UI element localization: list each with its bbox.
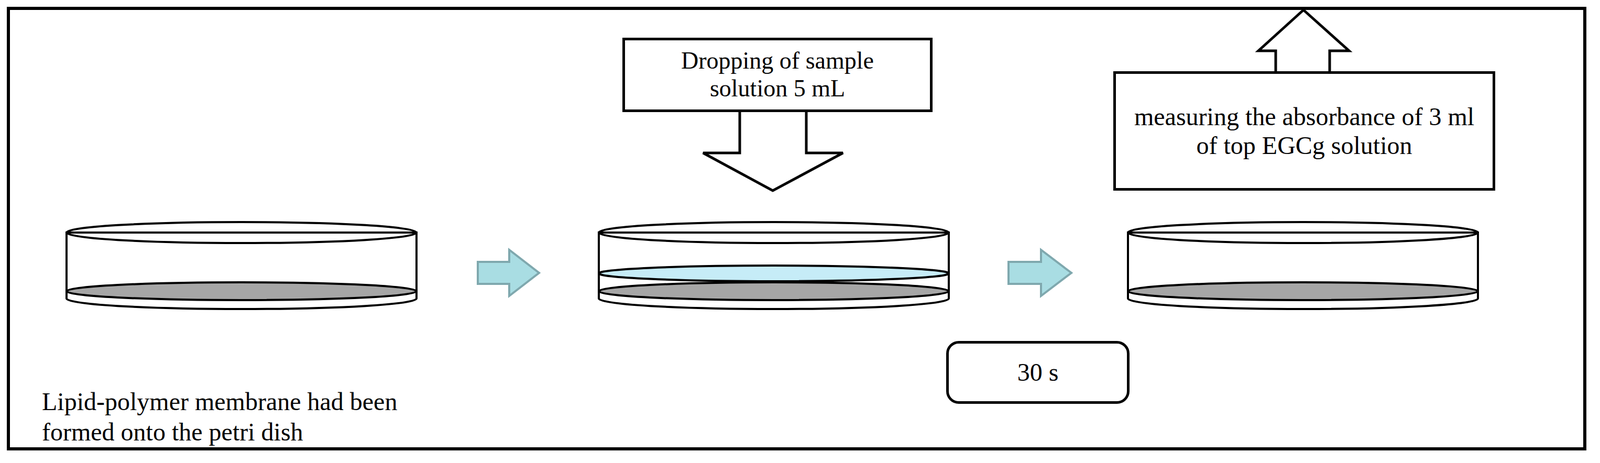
down-arrow: [703, 110, 843, 191]
membrane: [598, 282, 949, 301]
membrane: [1127, 282, 1478, 301]
callout-box: Dropping of sample solution 5 mL: [622, 37, 933, 113]
time-box: 30 s: [946, 341, 1130, 404]
box-text: measuring the absorbance of 3 ml of top …: [1131, 102, 1477, 160]
callout-box: measuring the absorbance of 3 ml of top …: [1113, 71, 1496, 191]
dish-rim: [66, 222, 417, 244]
dish-rim: [598, 222, 949, 244]
flow-arrow: [1008, 249, 1072, 297]
sample-solution: [598, 265, 949, 282]
box-text: Dropping of sample solution 5 mL: [640, 47, 915, 103]
frame: [8, 8, 1585, 449]
dish-rim: [1127, 222, 1478, 244]
box-text: 30 s: [1017, 357, 1059, 387]
up-arrow: [1258, 9, 1350, 74]
caption-note: Lipid-polymer membrane had been formed o…: [41, 386, 462, 447]
flow-arrow: [477, 249, 540, 297]
membrane: [66, 282, 417, 301]
